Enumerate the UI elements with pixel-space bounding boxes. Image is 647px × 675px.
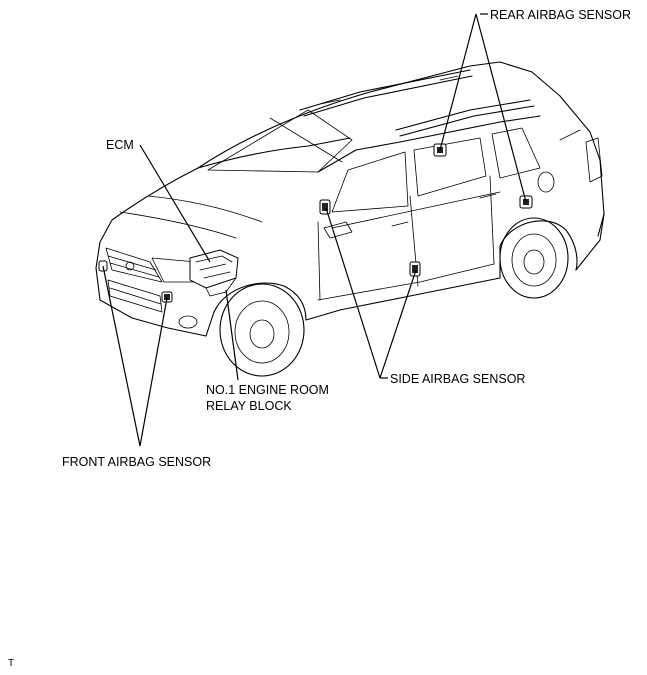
label-side-airbag-sensor: SIDE AIRBAG SENSOR xyxy=(390,372,525,386)
vehicle-illustration xyxy=(95,61,605,377)
component-markers xyxy=(98,143,533,303)
label-ecm: ECM xyxy=(106,138,134,152)
front-airbag-sensor-marker-right xyxy=(161,291,173,303)
callout-labels: REAR AIRBAG SENSOR ECM SIDE AIRBAG SENSO… xyxy=(8,8,631,669)
label-front-airbag-sensor: FRONT AIRBAG SENSOR xyxy=(62,455,211,469)
ecm-relay-block-marker xyxy=(189,249,239,297)
leader-lines xyxy=(102,13,527,447)
footer-mark: T xyxy=(8,658,14,669)
label-relay-block-line1: NO.1 ENGINE ROOM xyxy=(206,383,329,397)
label-relay-block-line2: RELAY BLOCK xyxy=(206,399,292,413)
side-airbag-sensor-marker-center xyxy=(409,261,421,277)
side-airbag-sensor-marker-front xyxy=(319,199,331,215)
label-rear-airbag-sensor: REAR AIRBAG SENSOR xyxy=(490,8,631,22)
